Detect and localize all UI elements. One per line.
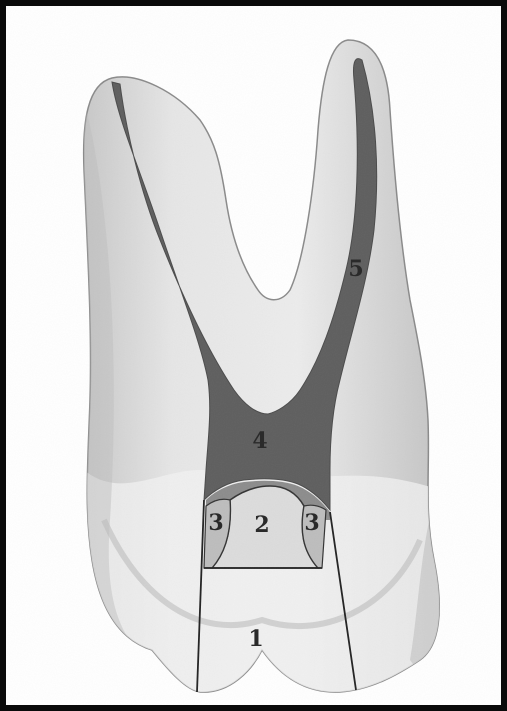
label-region-4: 4: [252, 428, 267, 454]
label-region-3-left: 3: [208, 510, 223, 536]
label-region-5: 5: [348, 256, 363, 282]
label-region-3-right: 3: [304, 510, 319, 536]
label-region-2: 2: [254, 512, 269, 538]
label-region-1: 1: [248, 626, 263, 652]
